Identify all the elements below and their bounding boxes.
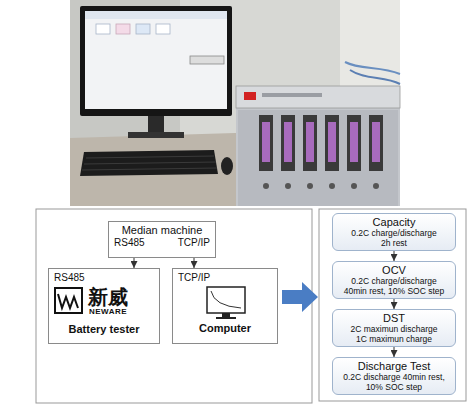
- device-box: TCP/IP Computer: [172, 268, 278, 344]
- flow-arrow: [282, 282, 318, 312]
- node-text: TCP/IP: [162, 237, 210, 249]
- node-text: 2C maximun discharge 1C maximun charge: [348, 324, 440, 344]
- node-text: RS485: [114, 237, 162, 249]
- battery-cells: [259, 115, 383, 171]
- process-box: DST2C maximun discharge 1C maximun charg…: [332, 309, 456, 347]
- connector-arrow: [194, 258, 195, 268]
- node-heading: Capacity: [339, 216, 449, 228]
- connector-arrow: [394, 251, 395, 261]
- node-text: 0.2C charge/discharge 40min rest, 10% SO…: [340, 276, 448, 296]
- procedure-panel: [319, 209, 466, 401]
- device-box: RS485 新威NEWARE Battery tester: [48, 268, 160, 344]
- system-panel: [36, 209, 312, 403]
- node-heading: RS485: [54, 272, 154, 284]
- device-box: Median machineRS485TCP/IP: [108, 221, 216, 258]
- connector-arrow: [394, 299, 395, 309]
- process-box: Discharge Test0.2C discharge 40min rest,…: [332, 357, 456, 395]
- connector-arrow: [134, 258, 135, 268]
- node-text: NEWARE: [89, 307, 154, 317]
- process-box: OCV0.2C charge/discharge 40min rest, 10%…: [332, 261, 456, 299]
- node-text: 0.2C charge/discharge 2h rest: [348, 228, 440, 248]
- node-heading: Median machine: [114, 224, 210, 237]
- computer-icon: [207, 287, 245, 319]
- lab-photo: [70, 0, 400, 206]
- connector-arrow: [394, 347, 395, 357]
- node-text: Computer: [178, 322, 272, 335]
- process-box: Capacity0.2C charge/discharge 2h rest: [332, 213, 456, 251]
- node-heading: OCV: [339, 264, 449, 276]
- node-text: Battery tester: [54, 323, 154, 336]
- node-text: 0.2C discharge 40min rest, 10% SOC step: [340, 372, 448, 392]
- neware-logo: [55, 288, 82, 313]
- node-heading: DST: [339, 312, 449, 324]
- node-text: 新威: [88, 287, 154, 307]
- node-heading: Discharge Test: [339, 360, 449, 372]
- node-heading: TCP/IP: [178, 272, 272, 284]
